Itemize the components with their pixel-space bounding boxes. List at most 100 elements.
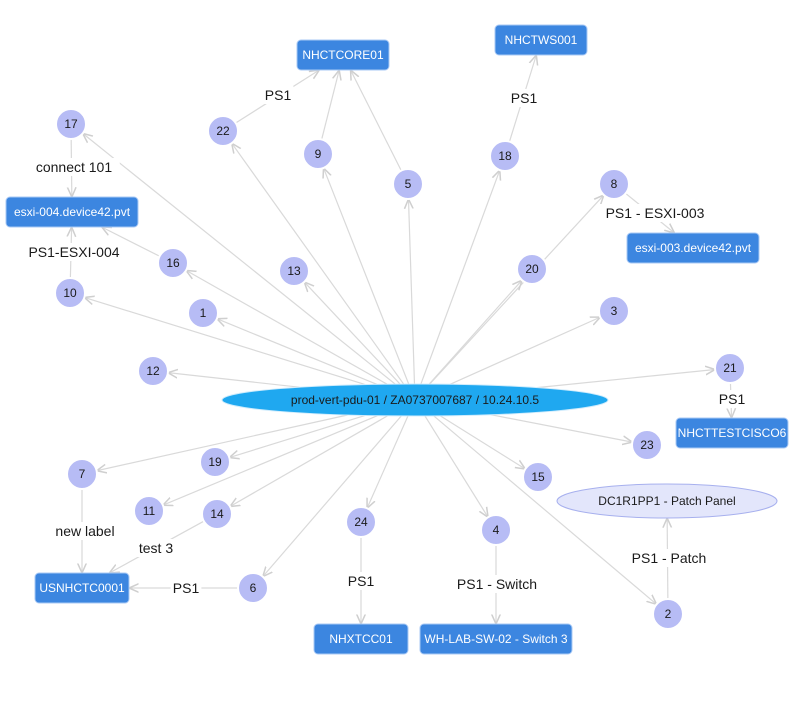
port-node-circle[interactable]	[66, 458, 98, 490]
edge-label-bg	[623, 549, 715, 567]
port-node-circle[interactable]	[201, 498, 233, 530]
edge-label: new label	[55, 523, 114, 539]
edges-layer	[70, 55, 731, 624]
port-node-label: 11	[143, 504, 156, 518]
device-node-box[interactable]	[5, 196, 139, 228]
port-node-circle[interactable]	[652, 598, 684, 630]
port-node-23[interactable]: 23	[631, 429, 663, 461]
device-node-label: esxi-004.device42.pvt	[14, 205, 131, 219]
device-node-label: NHXTCC01	[329, 632, 393, 646]
port-node-circle[interactable]	[392, 168, 424, 200]
port-node-4[interactable]: 4	[480, 514, 512, 546]
port-node-circle[interactable]	[489, 140, 521, 172]
edge-hub-c15	[440, 415, 525, 469]
port-node-label: 19	[208, 455, 222, 469]
port-node-circle[interactable]	[480, 514, 512, 546]
port-node-circle[interactable]	[137, 355, 169, 387]
device-node-esxi003[interactable]: esxi-003.device42.pvt	[626, 232, 760, 264]
edge-label: PS1	[265, 87, 292, 103]
device-node-core01[interactable]: NHCTCORE01	[296, 39, 390, 71]
edge-hub-c23	[490, 414, 632, 442]
edge-label: PS1-ESXI-004	[28, 244, 119, 260]
port-node-circle[interactable]	[55, 108, 87, 140]
nodes-layer: prod-vert-pdu-01 / ZA0737007687 / 10.24.…	[5, 24, 789, 655]
port-node-label: 8	[611, 177, 618, 191]
edge-hub-c20	[428, 280, 522, 385]
device-node-box[interactable]	[494, 24, 588, 56]
port-node-9[interactable]: 9	[302, 138, 334, 170]
port-node-label: 10	[63, 286, 77, 300]
port-node-18[interactable]: 18	[489, 140, 521, 172]
port-node-8[interactable]: 8	[598, 168, 630, 200]
edge-label: connect 101	[36, 159, 112, 175]
port-node-circle[interactable]	[278, 255, 310, 287]
port-node-2[interactable]: 2	[652, 598, 684, 630]
edge-hub-c7	[97, 414, 348, 471]
port-node-13[interactable]: 13	[278, 255, 310, 287]
edge-label: PS1	[348, 573, 375, 589]
device-node-label: USNHCTC0001	[39, 581, 125, 595]
edge-label: PS1 - Switch	[457, 576, 537, 592]
port-node-circle[interactable]	[598, 295, 630, 327]
device-node-whlab[interactable]: WH-LAB-SW-02 - Switch 3	[419, 623, 573, 655]
port-node-circle[interactable]	[157, 247, 189, 279]
port-node-12[interactable]: 12	[137, 355, 169, 387]
port-node-label: 16	[166, 256, 180, 270]
port-node-24[interactable]: 24	[345, 506, 377, 538]
device-node-esxi004[interactable]: esxi-004.device42.pvt	[5, 196, 139, 228]
port-node-7[interactable]: 7	[66, 458, 98, 490]
port-node-circle[interactable]	[199, 446, 231, 478]
port-node-circle[interactable]	[345, 506, 377, 538]
device-node-cisco6[interactable]: NHCTTESTCISCO6	[675, 417, 789, 449]
device-node-usnhctc[interactable]: USNHCTC0001	[34, 572, 130, 604]
port-node-circle[interactable]	[522, 461, 554, 493]
port-node-circle[interactable]	[631, 429, 663, 461]
edge-hub-c16	[186, 270, 388, 385]
edge-label-bg	[597, 204, 713, 222]
edge-hub-c2	[433, 415, 657, 604]
port-node-circle[interactable]	[714, 352, 746, 384]
edge-hub-c9	[324, 168, 410, 385]
device-node-box[interactable]	[419, 623, 573, 655]
port-node-label: 7	[79, 467, 86, 481]
device-node-tws001[interactable]: NHCTWS001	[494, 24, 588, 56]
port-node-10[interactable]: 10	[54, 277, 86, 309]
port-node-circle[interactable]	[237, 572, 269, 604]
device-node-box[interactable]	[34, 572, 130, 604]
port-node-5[interactable]: 5	[392, 168, 424, 200]
hub-node[interactable]: prod-vert-pdu-01 / ZA0737007687 / 10.24.…	[221, 383, 609, 417]
port-node-circle[interactable]	[54, 277, 86, 309]
port-node-circle[interactable]	[133, 495, 165, 527]
port-node-circle[interactable]	[207, 115, 239, 147]
port-node-3[interactable]: 3	[598, 295, 630, 327]
edge-hub-c4	[424, 415, 488, 517]
port-node-14[interactable]: 14	[201, 498, 233, 530]
device-node-box[interactable]	[313, 623, 409, 655]
port-node-1[interactable]: 1	[187, 297, 219, 329]
device-node-label: NHCTTESTCISCO6	[678, 426, 787, 440]
patch-panel-node[interactable]: DC1R1PP1 - Patch Panel	[556, 483, 778, 519]
edge-hub-c12	[168, 373, 300, 388]
port-node-6[interactable]: 6	[237, 572, 269, 604]
port-node-20[interactable]: 20	[516, 253, 548, 285]
port-node-11[interactable]: 11	[133, 495, 165, 527]
port-node-21[interactable]: 21	[714, 352, 746, 384]
edge-hub-c11	[163, 415, 378, 506]
port-node-circle[interactable]	[598, 168, 630, 200]
port-node-15[interactable]: 15	[522, 461, 554, 493]
edge-label-bg	[447, 575, 547, 593]
port-node-label: 17	[64, 117, 78, 131]
device-node-box[interactable]	[296, 39, 390, 71]
port-node-circle[interactable]	[187, 297, 219, 329]
port-node-circle[interactable]	[302, 138, 334, 170]
device-node-nhxtcc01[interactable]: NHXTCC01	[313, 623, 409, 655]
device-node-box[interactable]	[675, 417, 789, 449]
port-node-22[interactable]: 22	[207, 115, 239, 147]
device-node-box[interactable]	[626, 232, 760, 264]
port-node-16[interactable]: 16	[157, 247, 189, 279]
port-node-19[interactable]: 19	[199, 446, 231, 478]
port-node-circle[interactable]	[516, 253, 548, 285]
device-node-label: NHCTWS001	[505, 33, 578, 47]
port-node-17[interactable]: 17	[55, 108, 87, 140]
port-node-label: 21	[723, 361, 737, 375]
